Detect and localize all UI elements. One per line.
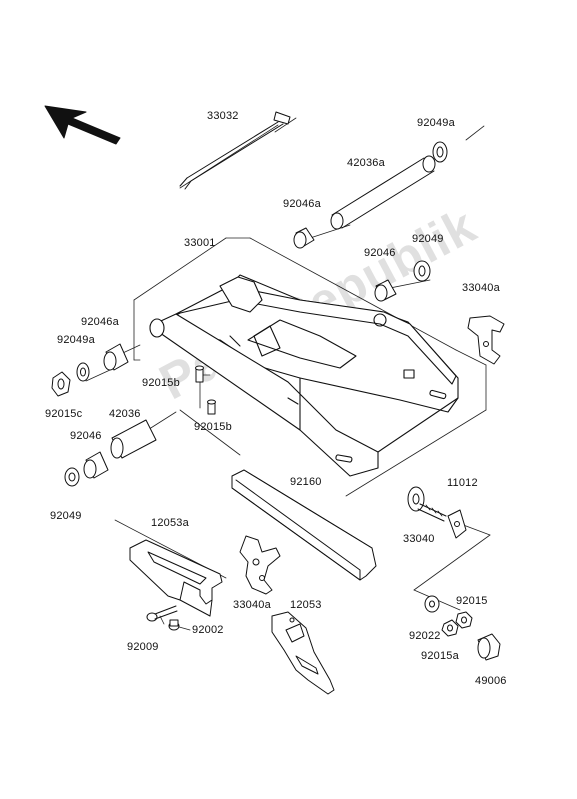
screw-92009 <box>146 605 178 622</box>
callout-33040a-top[interactable]: 33040a <box>462 282 500 294</box>
bearing-92046a-left <box>103 343 129 371</box>
washer-92002 <box>168 619 180 631</box>
nut-92015c <box>51 371 71 397</box>
callout-92015c[interactable]: 92015c <box>45 408 83 420</box>
callout-12053[interactable]: 12053 <box>290 599 322 611</box>
grease-nipple-92015b-a <box>195 365 204 383</box>
bearing-92046-left <box>83 451 109 479</box>
callout-92022[interactable]: 92022 <box>409 630 441 642</box>
callout-33001[interactable]: 33001 <box>184 237 216 249</box>
callout-33032[interactable]: 33032 <box>207 110 239 122</box>
sleeve-42036 <box>110 419 157 459</box>
seal-92049-right <box>413 260 431 282</box>
collar-49006 <box>477 633 501 661</box>
callout-92049a-top[interactable]: 92049a <box>417 117 455 129</box>
callout-42036[interactable]: 42036 <box>109 408 141 420</box>
chain-adjuster-33040a-mid <box>239 535 281 595</box>
sleeve-42036a <box>330 155 436 230</box>
nut-92015 <box>455 611 473 629</box>
bracket-11012 <box>447 509 467 539</box>
chain-guard-12053a <box>129 539 223 617</box>
callout-49006[interactable]: 49006 <box>475 675 507 687</box>
grease-nipple-92015b-b <box>207 399 216 415</box>
callout-92049-top[interactable]: 92049 <box>412 233 444 245</box>
seal-92049a-top <box>432 141 448 163</box>
chain-adjuster-33040a-top <box>467 315 505 365</box>
callout-92009[interactable]: 92009 <box>127 641 159 653</box>
chain-guard-12053 <box>271 611 335 695</box>
nut-92015a <box>441 619 459 637</box>
seal-92049a-left <box>76 362 90 382</box>
pivot-bolt-33032 <box>179 111 291 190</box>
callout-11012[interactable]: 11012 <box>447 477 478 489</box>
callout-92046a-top[interactable]: 92046a <box>283 198 321 210</box>
washer-92022 <box>424 595 440 613</box>
callout-92046-left[interactable]: 92046 <box>70 430 102 442</box>
swingarm-33001 <box>149 274 459 477</box>
callout-92002[interactable]: 92002 <box>192 624 224 636</box>
callout-92015b-b[interactable]: 92015b <box>194 421 232 433</box>
seal-92049-left <box>64 467 80 487</box>
callout-92160[interactable]: 92160 <box>290 476 322 488</box>
chain-adjuster-33040 <box>407 486 447 522</box>
callout-92049-left[interactable]: 92049 <box>50 510 82 522</box>
bearing-92046a-top <box>293 227 315 249</box>
callout-42036a[interactable]: 42036a <box>347 157 385 169</box>
callout-33040a-mid[interactable]: 33040a <box>233 599 271 611</box>
bearing-92046-right <box>374 279 397 302</box>
callout-12053a[interactable]: 12053a <box>151 517 189 529</box>
front-direction-arrow-icon <box>44 105 121 145</box>
callout-33040[interactable]: 33040 <box>403 533 435 545</box>
callout-92049a-left[interactable]: 92049a <box>57 334 95 346</box>
callout-92015a[interactable]: 92015a <box>421 650 459 662</box>
callout-92015b-a[interactable]: 92015b <box>142 377 180 389</box>
chain-slipper-92160 <box>231 469 377 581</box>
callout-92046a-left[interactable]: 92046a <box>81 316 119 328</box>
callout-92015[interactable]: 92015 <box>456 595 488 607</box>
callout-92046-top[interactable]: 92046 <box>364 247 396 259</box>
